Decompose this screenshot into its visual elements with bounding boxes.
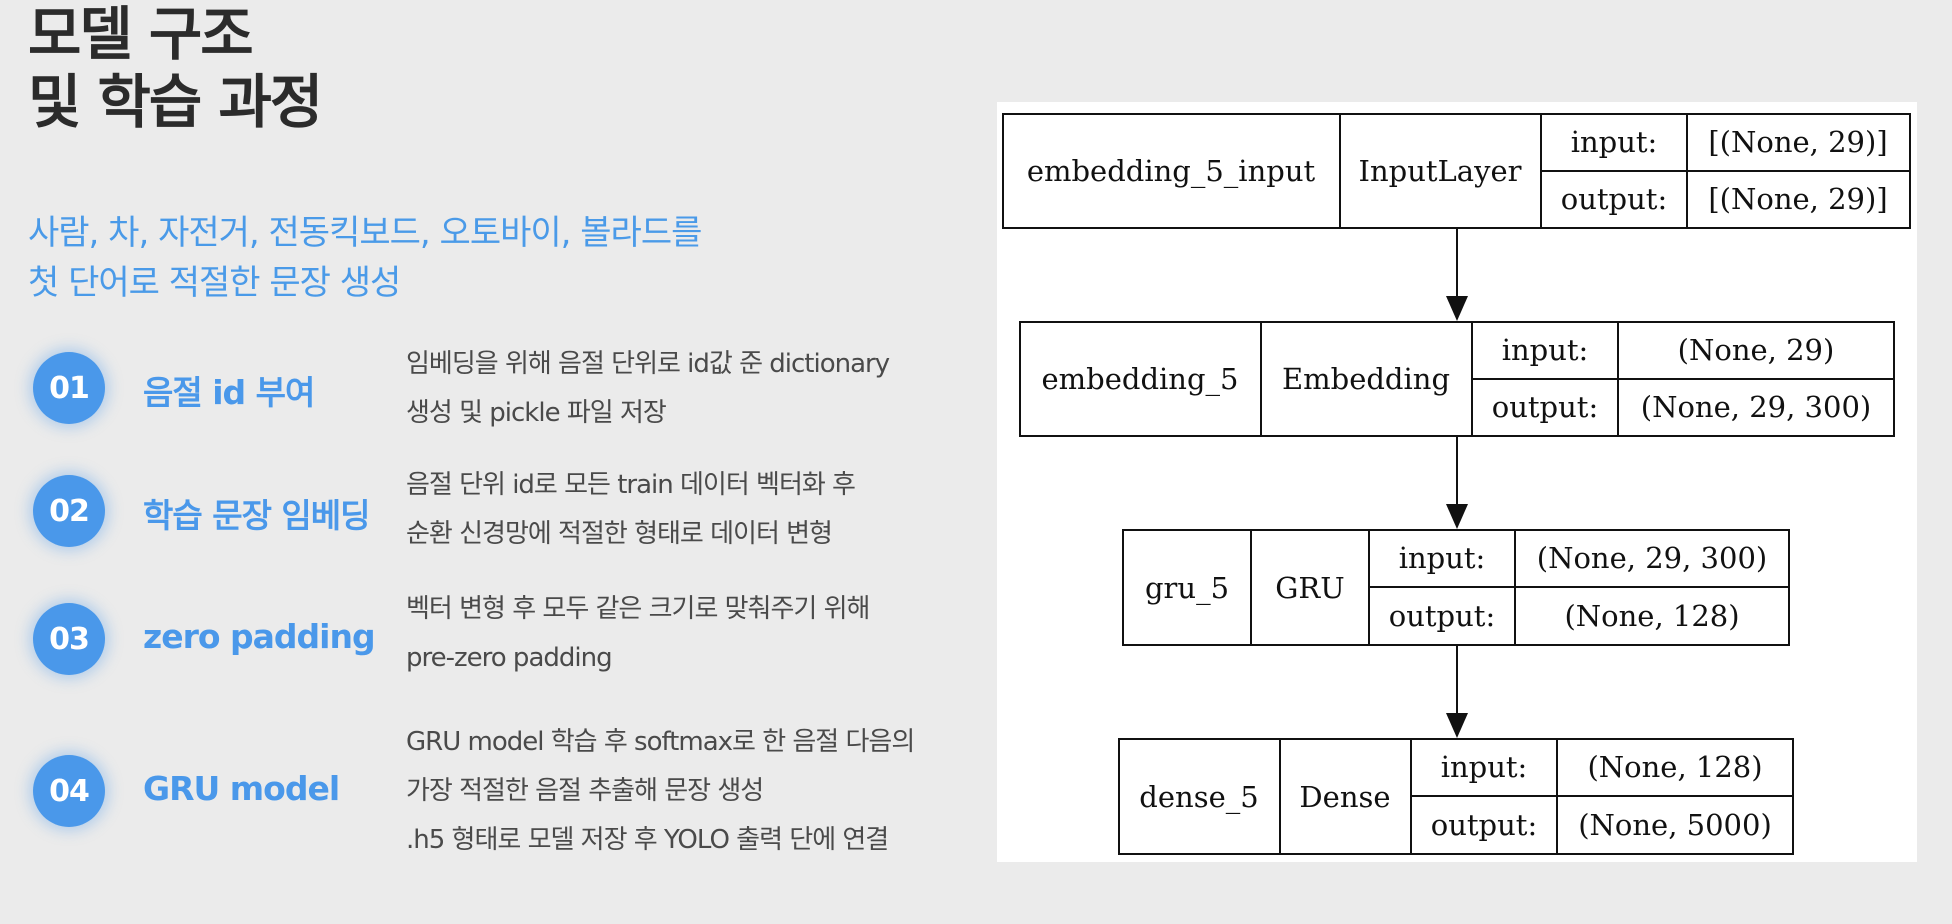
layer-type: Embedding bbox=[1282, 362, 1450, 396]
layer-type: GRU bbox=[1275, 571, 1344, 605]
output-label: output: bbox=[1492, 390, 1598, 424]
step-description-line: 순환 신경망에 적절한 형태로 데이터 변형 bbox=[406, 519, 833, 549]
input-label: input: bbox=[1441, 750, 1528, 784]
step-description: 임베딩을 위해 음절 단위로 id값 준 dictionary 생성 및 pic… bbox=[406, 340, 890, 438]
layer-type: Dense bbox=[1299, 780, 1390, 814]
model-diagram-panel: embedding_5_input InputLayer input: outp… bbox=[997, 102, 1917, 862]
output-shape: (None, 128) bbox=[1564, 599, 1739, 633]
step-description-line: pre-zero padding bbox=[406, 643, 613, 673]
input-label: input: bbox=[1502, 333, 1589, 367]
input-shape: (None, 128) bbox=[1587, 750, 1762, 784]
page-title: 모델 구조 및 학습 과정 bbox=[28, 0, 323, 136]
model-diagram: embedding_5_input InputLayer input: outp… bbox=[1002, 113, 1911, 855]
output-shape: (None, 29, 300) bbox=[1641, 390, 1871, 424]
input-shape: (None, 29) bbox=[1678, 333, 1835, 367]
step-number-badge: 02 bbox=[33, 475, 105, 547]
step-title: GRU model bbox=[143, 769, 340, 808]
subtitle-line-1: 사람, 차, 자전거, 전동킥보드, 오토바이, 볼라드를 bbox=[28, 213, 702, 253]
layer-name: embedding_5 bbox=[1042, 362, 1239, 397]
step-description: GRU model 학습 후 softmax로 한 음절 다음의 가장 적절한 … bbox=[406, 718, 915, 865]
step-description-line: 벡터 변형 후 모두 같은 크기로 맞춰주기 위해 bbox=[406, 594, 870, 624]
step-description-line: .h5 형태로 모델 저장 후 YOLO 출력 단에 연결 bbox=[406, 825, 889, 855]
title-line-1: 모델 구조 bbox=[28, 0, 254, 68]
layer-node-gru: gru_5 GRU input: output: (None, 29, 300)… bbox=[1122, 529, 1790, 646]
arrowhead-3 bbox=[1446, 713, 1468, 738]
step-description-line: 음절 단위 id로 모든 train 데이터 벡터화 후 bbox=[406, 470, 856, 500]
step-number-badge: 03 bbox=[33, 603, 105, 675]
layer-name: dense_5 bbox=[1139, 780, 1258, 815]
output-label: output: bbox=[1561, 182, 1667, 216]
step-title: 학습 문장 임베딩 bbox=[143, 496, 370, 535]
input-shape: (None, 29, 300) bbox=[1537, 541, 1767, 575]
step-description: 음절 단위 id로 모든 train 데이터 벡터화 후 순환 신경망에 적절한… bbox=[406, 461, 856, 559]
step-description-line: 생성 및 pickle 파일 저장 bbox=[406, 398, 667, 428]
step-title: zero padding bbox=[143, 617, 376, 656]
step-description-line: 임베딩을 위해 음절 단위로 id값 준 dictionary bbox=[406, 349, 890, 379]
layer-node-dense: dense_5 Dense input: output: (None, 128)… bbox=[1118, 738, 1794, 855]
layer-node-embedding: embedding_5 Embedding input: output: (No… bbox=[1019, 321, 1895, 437]
layer-name: embedding_5_input bbox=[1027, 154, 1316, 189]
title-line-2: 및 학습 과정 bbox=[28, 68, 323, 136]
arrowhead-2 bbox=[1446, 504, 1468, 529]
page-subtitle: 사람, 차, 자전거, 전동킥보드, 오토바이, 볼라드를 첫 단어로 적절한 … bbox=[28, 208, 702, 308]
step-description: 벡터 변형 후 모두 같은 크기로 맞춰주기 위해 pre-zero paddi… bbox=[406, 585, 870, 683]
step-number-badge: 01 bbox=[33, 352, 105, 424]
output-shape: (None, 5000) bbox=[1578, 808, 1772, 842]
subtitle-line-2: 첫 단어로 적절한 문장 생성 bbox=[28, 263, 401, 303]
step-number-badge: 04 bbox=[33, 755, 105, 827]
input-label: input: bbox=[1571, 125, 1658, 159]
output-label: output: bbox=[1431, 808, 1537, 842]
step-description-line: 가장 적절한 음절 추출해 문장 생성 bbox=[406, 776, 764, 806]
layer-name: gru_5 bbox=[1145, 571, 1229, 606]
output-shape: [(None, 29)] bbox=[1708, 182, 1887, 216]
layer-node-input: embedding_5_input InputLayer input: outp… bbox=[1002, 113, 1911, 229]
step-description-line: GRU model 학습 후 softmax로 한 음절 다음의 bbox=[406, 727, 915, 757]
input-shape: [(None, 29)] bbox=[1708, 125, 1887, 159]
step-title: 음절 id 부여 bbox=[143, 373, 315, 412]
input-label: input: bbox=[1399, 541, 1486, 575]
arrowhead-1 bbox=[1446, 296, 1468, 321]
layer-type: InputLayer bbox=[1359, 154, 1522, 188]
output-label: output: bbox=[1389, 599, 1495, 633]
